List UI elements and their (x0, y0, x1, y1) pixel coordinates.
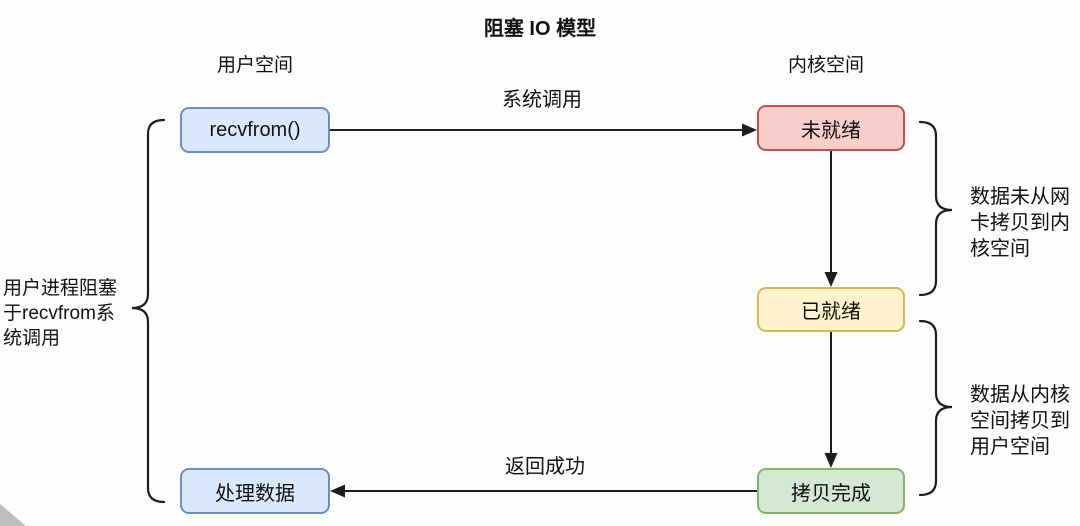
node-copy-done: 拷贝完成 (757, 468, 905, 514)
node-process-data: 处理数据 (180, 468, 330, 514)
node-copy-done-label: 拷贝完成 (791, 482, 871, 505)
arrow-return-success-head (330, 484, 345, 498)
annotation-line: 空间拷贝到 (970, 410, 1070, 432)
node-not-ready: 未就绪 (757, 105, 905, 151)
node-not-ready-label: 未就绪 (801, 119, 861, 142)
page-title: 阻塞 IO 模型 (483, 18, 597, 40)
annotation-data-not-copied-to-kernel: 数据未从网 卡拷贝到内 核空间 (970, 184, 1070, 262)
arrow-system-call-head (742, 123, 757, 137)
annotation-line: 用户进程阻塞 (3, 278, 118, 299)
edge-label-system-call: 系统调用 (502, 89, 582, 111)
right-brace-top (918, 120, 953, 297)
annotation-line: 数据从内核 (970, 384, 1070, 406)
annotation-line: 用户空间 (970, 436, 1050, 458)
annotation-line: 数据未从网 (970, 186, 1070, 208)
arrow-not-ready-to-ready-head (824, 272, 838, 287)
node-ready: 已就绪 (757, 287, 905, 332)
annotation-user-process-blocked: 用户进程阻塞 于recvfrom系 统调用 (3, 276, 117, 351)
node-recvfrom-label: recvfrom() (209, 118, 301, 141)
node-process-data-label: 处理数据 (215, 482, 295, 505)
right-brace-bottom (918, 319, 953, 497)
left-brace (131, 118, 166, 504)
column-header-user-space: 用户空间 (216, 55, 293, 76)
edge-label-return-success: 返回成功 (505, 456, 585, 478)
annotation-line: 核空间 (970, 238, 1030, 260)
arrow-ready-to-copy-done-head (824, 453, 838, 468)
annotation-line: 卡拷贝到内 (970, 212, 1070, 234)
annotation-data-copied-to-user: 数据从内核 空间拷贝到 用户空间 (970, 382, 1070, 460)
column-header-kernel-space: 内核空间 (787, 55, 864, 76)
annotation-line: 于recvfrom系 (3, 303, 115, 324)
annotation-line: 统调用 (3, 328, 61, 349)
node-ready-label: 已就绪 (801, 301, 861, 323)
node-recvfrom: recvfrom() (180, 107, 330, 153)
